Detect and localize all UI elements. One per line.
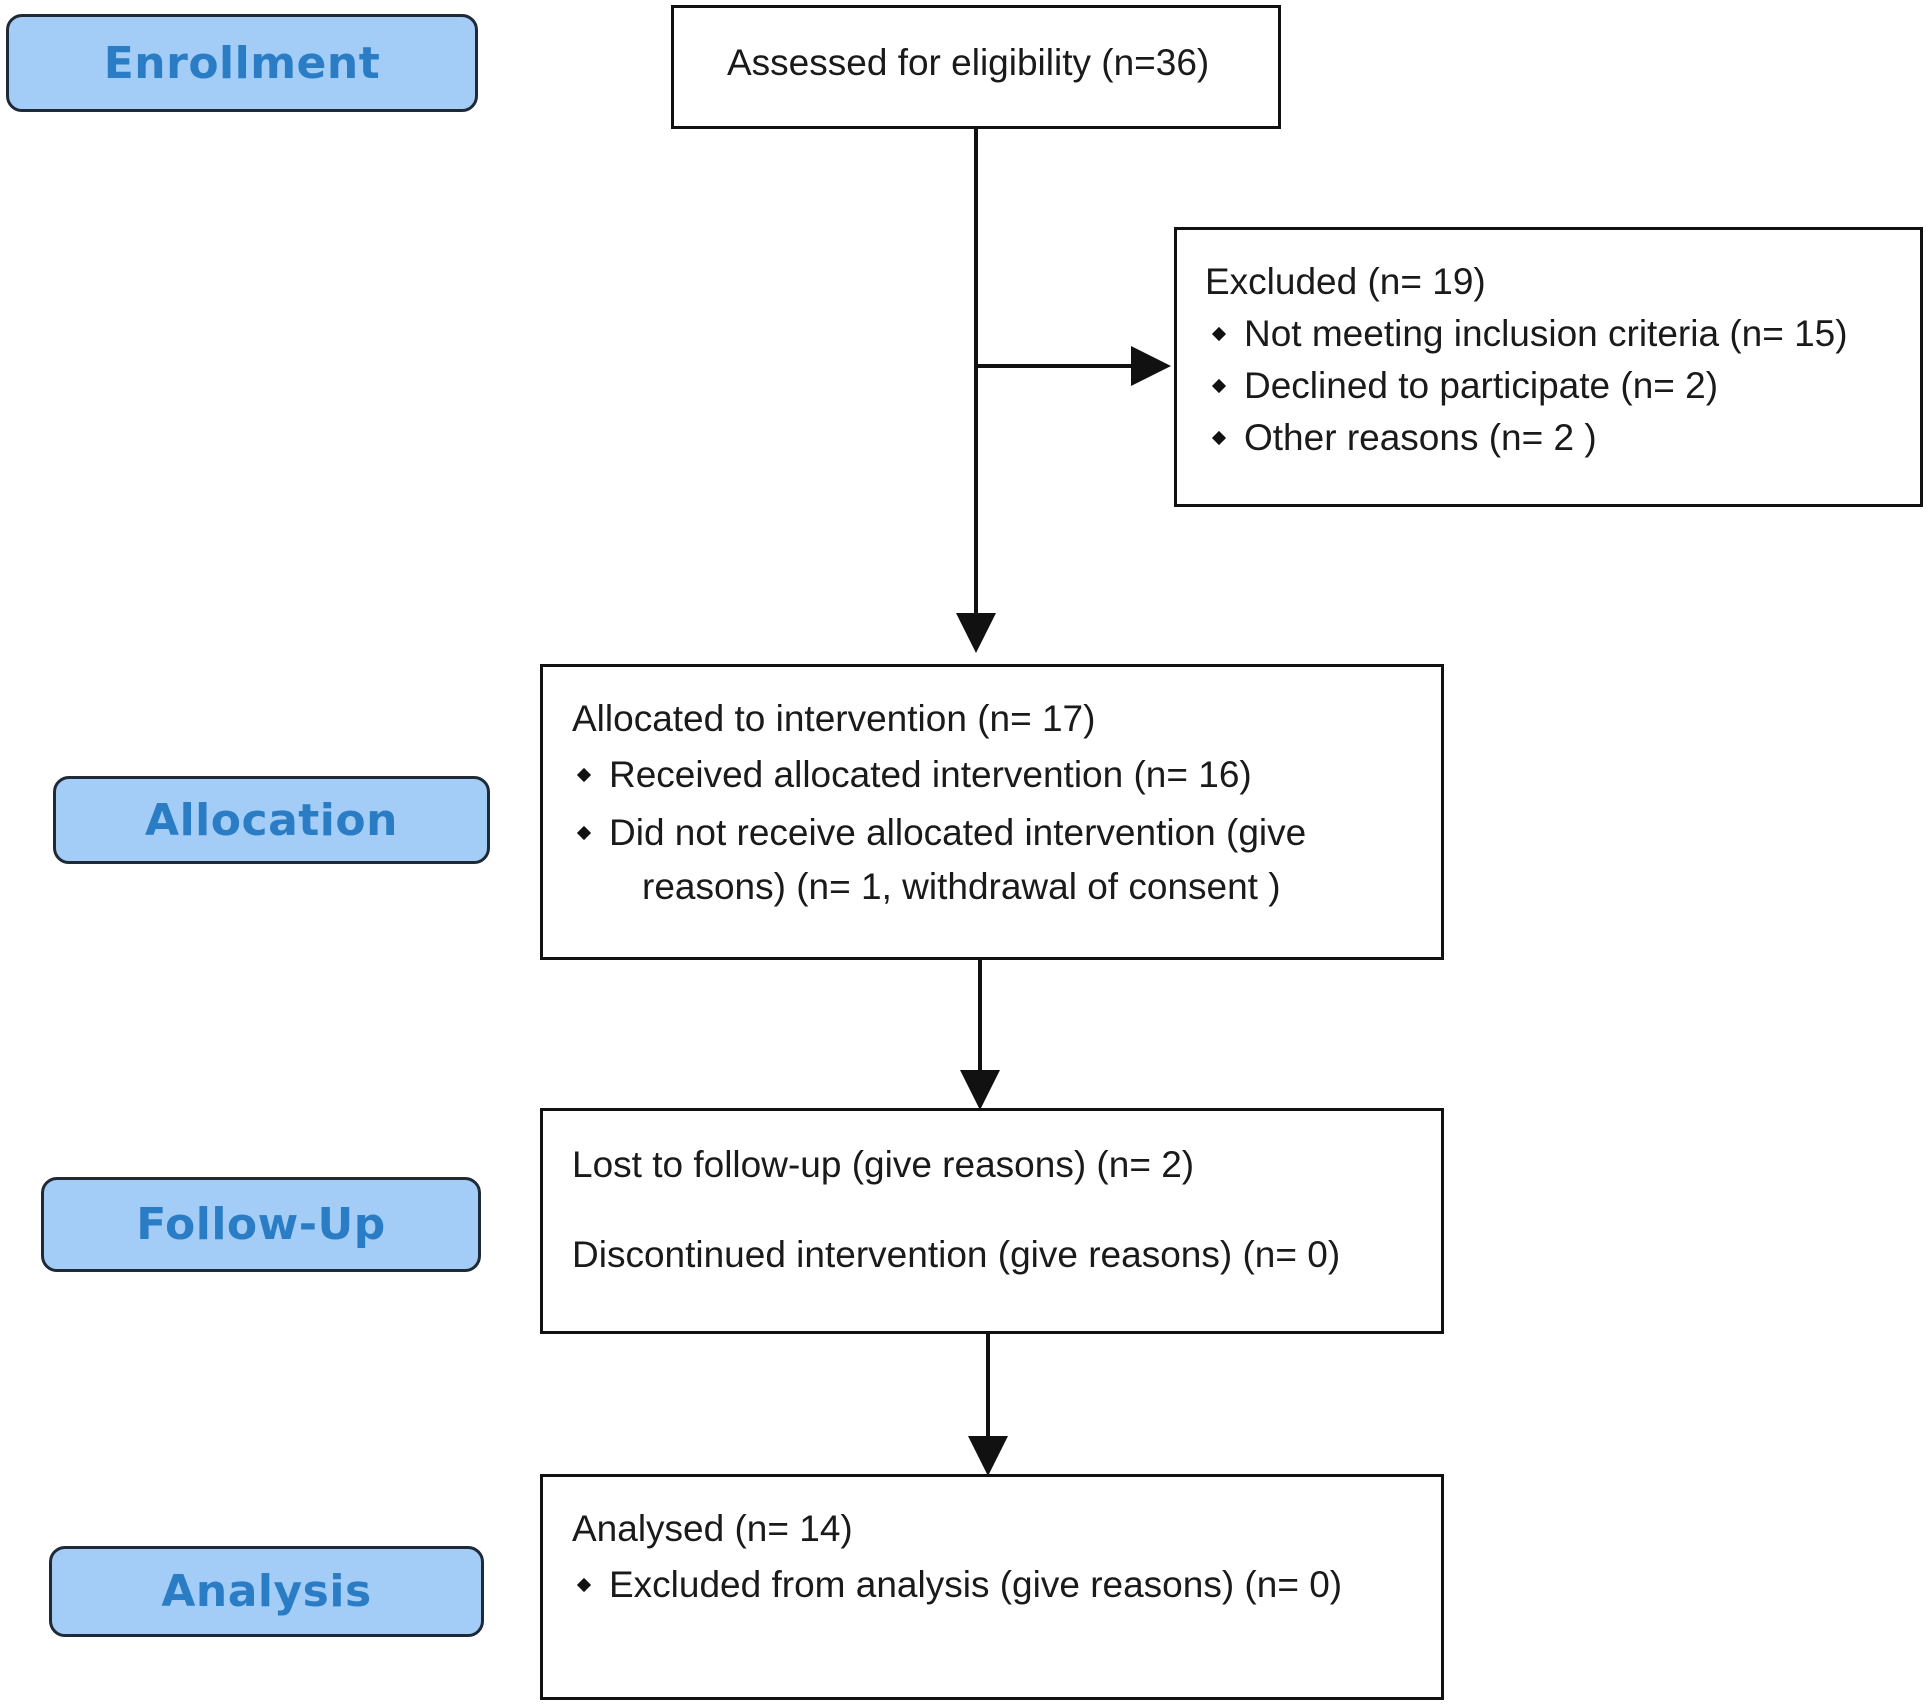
allocated-title: Allocated to intervention (n= 17): [572, 698, 1096, 739]
excluded-item: Declined to participate (n= 2): [1211, 364, 1719, 408]
analysis-analysed: Analysed (n= 14): [572, 1508, 853, 1549]
follow-up-box: Lost to follow-up (give reasons) (n= 2) …: [540, 1108, 1444, 1334]
bullet-diamond-icon: [1211, 327, 1227, 342]
excluded-item-text: Not meeting inclusion criteria (n= 15): [1244, 313, 1848, 354]
allocated-item-not-received-text: Did not receive allocated intervention (…: [609, 812, 1307, 853]
stage-label-allocation: Allocation: [53, 776, 490, 864]
stage-label-enrollment: Enrollment: [6, 14, 478, 112]
analysis-excluded-item: Excluded from analysis (give reasons) (n…: [576, 1563, 1343, 1607]
bullet-diamond-icon: [1211, 431, 1227, 446]
allocated-item-not-received: Did not receive allocated intervention (…: [576, 811, 1307, 855]
follow-up-discontinued: Discontinued intervention (give reasons)…: [572, 1234, 1341, 1275]
excluded-item: Not meeting inclusion criteria (n= 15): [1211, 312, 1848, 356]
excluded-box: Excluded (n= 19) Not meeting inclusion c…: [1174, 227, 1923, 507]
stage-label-enrollment-text: Enrollment: [103, 37, 381, 89]
bullet-diamond-icon: [576, 768, 592, 783]
stage-label-analysis: Analysis: [49, 1546, 484, 1637]
bullet-diamond-icon: [1211, 379, 1227, 394]
bullet-diamond-icon: [576, 826, 592, 841]
excluded-item-text: Other reasons (n= 2 ): [1244, 417, 1597, 458]
excluded-item-text: Declined to participate (n= 2): [1244, 365, 1719, 406]
allocated-item-received-text: Received allocated intervention (n= 16): [609, 754, 1252, 795]
allocated-item-not-received-continuation: reasons) (n= 1, withdrawal of consent ): [642, 866, 1281, 907]
allocated-box: Allocated to intervention (n= 17) Receiv…: [540, 664, 1444, 960]
assessed-box: Assessed for eligibility (n=36): [671, 5, 1281, 129]
stage-label-allocation-text: Allocation: [145, 794, 398, 846]
analysis-excluded-text: Excluded from analysis (give reasons) (n…: [609, 1564, 1343, 1605]
analysis-box: Analysed (n= 14) Excluded from analysis …: [540, 1474, 1444, 1700]
follow-up-lost: Lost to follow-up (give reasons) (n= 2): [572, 1144, 1195, 1185]
bullet-diamond-icon: [576, 1578, 592, 1593]
allocated-item-received: Received allocated intervention (n= 16): [576, 753, 1252, 797]
excluded-title: Excluded (n= 19): [1205, 261, 1486, 302]
excluded-item: Other reasons (n= 2 ): [1211, 416, 1597, 460]
assessed-text: Assessed for eligibility (n=36): [727, 42, 1210, 83]
stage-label-follow-up-text: Follow-Up: [136, 1199, 386, 1250]
stage-label-follow-up: Follow-Up: [41, 1177, 481, 1272]
stage-label-analysis-text: Analysis: [161, 1566, 372, 1617]
